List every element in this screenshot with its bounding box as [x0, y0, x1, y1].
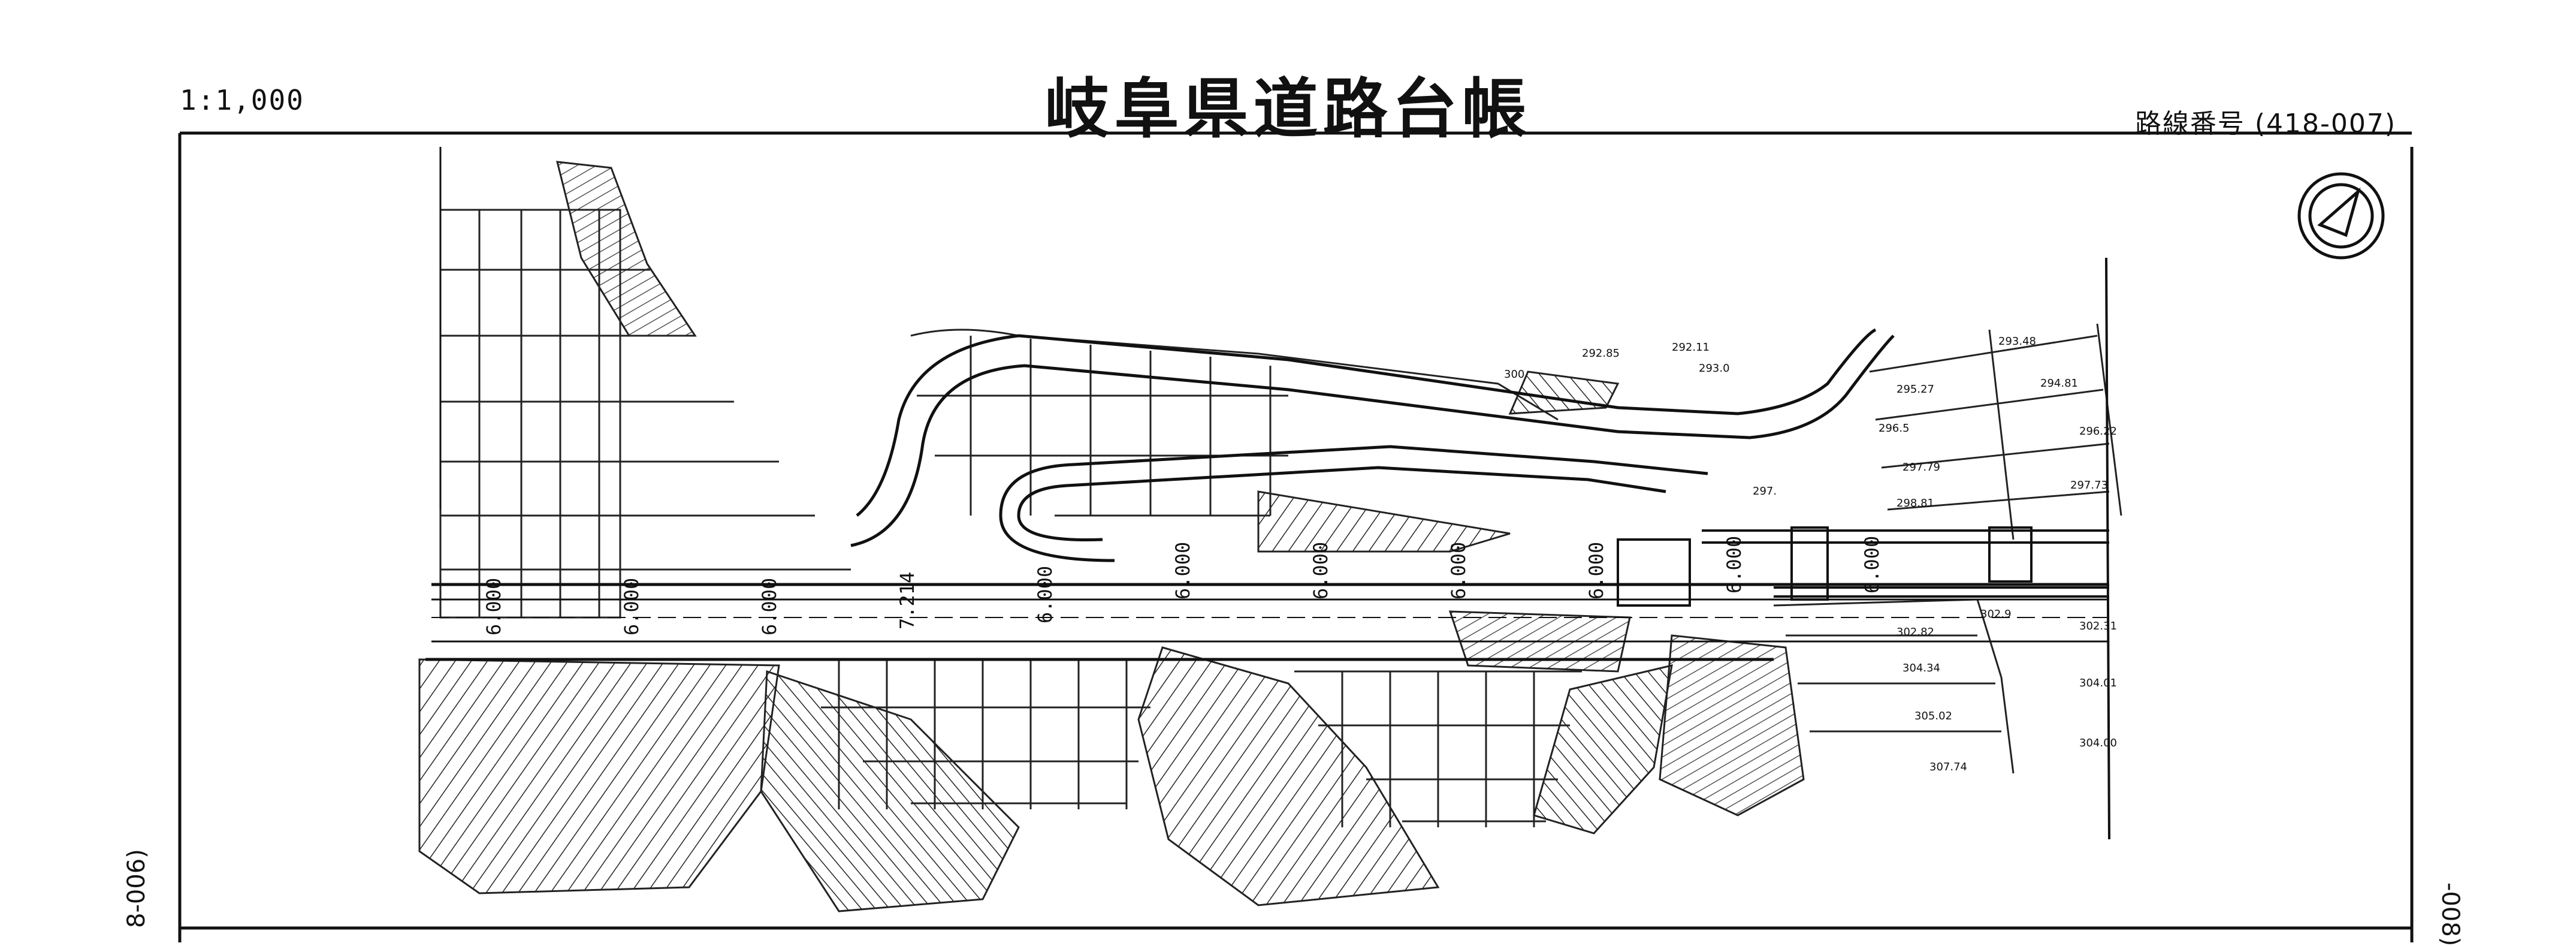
elevation-label: 296.5 — [1879, 422, 1910, 435]
width-label: 6.000 — [1585, 542, 1608, 599]
width-labels: 6.000 6.000 6.000 7.214 6.000 6.000 6.00… — [482, 536, 1883, 635]
width-label: 6.000 — [482, 578, 505, 635]
width-label: 6.000 — [1447, 542, 1470, 599]
elevation-label: 305.02 — [1914, 710, 1952, 722]
width-label: 6.000 — [758, 578, 781, 635]
width-label: 6.000 — [620, 578, 643, 635]
elevation-label: 297. — [1753, 485, 1777, 498]
elevation-label: 298.81 — [1896, 497, 1934, 510]
elevation-label: 307.74 — [1929, 761, 1967, 773]
width-label: 6.000 — [1309, 542, 1332, 599]
parcel-grid-right — [1773, 323, 2122, 774]
elevation-label: 297.79 — [1902, 461, 1940, 474]
elevation-label: 302.9 — [1980, 608, 2012, 620]
elevation-label: 304.00 — [2079, 737, 2117, 749]
elevation-label: 304.34 — [1902, 662, 1940, 674]
elevation-label: 302.31 — [2079, 620, 2117, 632]
width-label: 6.000 — [1723, 536, 1745, 593]
width-label: 7.214 — [896, 572, 919, 629]
side-road-loop — [850, 328, 1895, 562]
elevation-label: 300 — [1504, 368, 1524, 381]
width-label: 6.000 — [1171, 542, 1194, 599]
north-arrow-icon — [2297, 172, 2385, 260]
sheet-frame — [178, 131, 2414, 942]
elevation-label: 302.82 — [1896, 626, 1934, 638]
elevation-label: 294.81 — [2040, 377, 2078, 390]
elevation-label: 296.22 — [2079, 425, 2117, 438]
main-road — [425, 583, 2109, 661]
elevation-label: 304.01 — [2079, 677, 2117, 689]
terrain-slopes — [418, 161, 1805, 912]
elevation-label: 293.0 — [1699, 362, 1730, 375]
width-label: 6.000 — [1861, 536, 1883, 593]
elevation-label: 292.85 — [1582, 347, 1620, 360]
elevation-label: 297.73 — [2070, 479, 2108, 492]
elevation-label: 293.48 — [1998, 335, 2036, 348]
width-label: 6.000 — [1034, 566, 1056, 623]
retaining-structures — [1617, 526, 2109, 607]
elevation-labels: 292.11 293.0 292.85 300 293.48 295.27 29… — [1504, 335, 2117, 773]
sheet-edge-line — [2105, 257, 2110, 840]
scale-label: 1:1,000 — [180, 84, 304, 116]
elevation-label: 292.11 — [1672, 341, 1710, 354]
parcel-grid-upper-middle — [910, 329, 1559, 517]
elevation-label: 295.27 — [1896, 383, 1934, 396]
